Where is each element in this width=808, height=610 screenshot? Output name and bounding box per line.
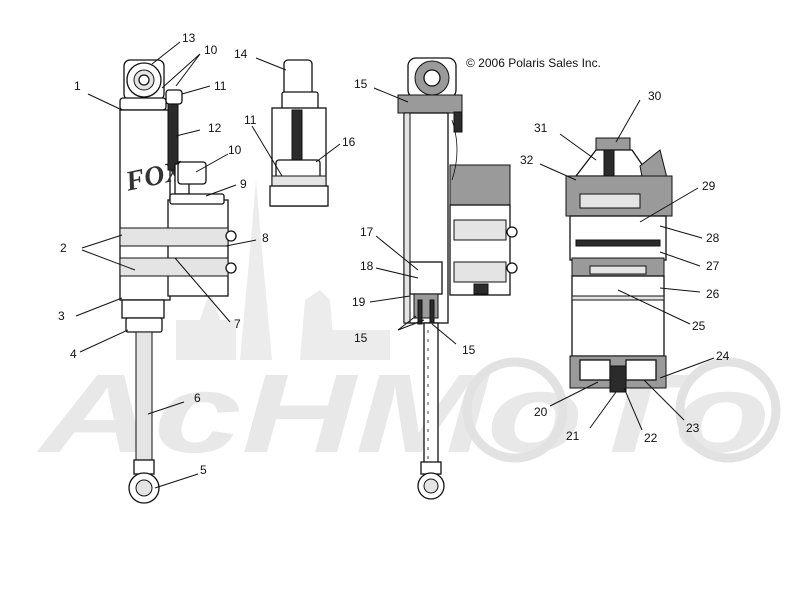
label-7: 7 — [234, 317, 241, 331]
label-17: 17 — [360, 225, 374, 239]
label-2: 2 — [60, 241, 67, 255]
label-23: 23 — [686, 421, 700, 435]
reservoir-cutaway — [565, 137, 673, 393]
label-14: 14 — [234, 47, 248, 61]
leader-lines — [75, 41, 715, 489]
label-16: 16 — [342, 135, 356, 149]
copyright-text: © 2006 Polaris Sales Inc. — [466, 56, 601, 70]
label-9: 9 — [240, 177, 247, 191]
label-32: 32 — [520, 153, 534, 167]
label-27: 27 — [706, 259, 720, 273]
label-19: 19 — [352, 295, 366, 309]
label-1: 1 — [74, 79, 81, 93]
label-15c: 15 — [462, 343, 476, 357]
label-28: 28 — [706, 231, 720, 245]
part-labels: 1 2 3 4 5 6 7 8 9 10 12 11 10 13 14 11 1… — [58, 31, 730, 477]
label-11a: 11 — [214, 79, 227, 93]
label-8: 8 — [262, 231, 269, 245]
label-31: 31 — [534, 121, 548, 135]
watermark-wheel — [462, 357, 781, 463]
reservoir-detail — [269, 59, 329, 207]
label-10b: 10 — [228, 143, 242, 157]
label-15a: 15 — [354, 77, 368, 91]
label-4: 4 — [70, 347, 77, 361]
label-29: 29 — [702, 179, 716, 193]
label-15b: 15 — [354, 331, 368, 345]
label-21: 21 — [566, 429, 580, 443]
label-12: 12 — [208, 121, 222, 135]
label-22: 22 — [644, 431, 658, 445]
label-5: 5 — [200, 463, 207, 477]
label-20: 20 — [534, 405, 548, 419]
label-3: 3 — [58, 309, 65, 323]
label-24: 24 — [716, 349, 730, 363]
shock-assembly-exterior: FOX — [119, 59, 237, 504]
label-11b: 11 — [244, 113, 257, 127]
label-6: 6 — [194, 391, 201, 405]
label-18: 18 — [360, 259, 374, 273]
label-26: 26 — [706, 287, 720, 301]
label-13: 13 — [182, 31, 196, 45]
label-10a: 10 — [204, 43, 218, 57]
label-30: 30 — [648, 89, 662, 103]
label-25: 25 — [692, 319, 706, 333]
watermark-skyline — [176, 180, 390, 360]
